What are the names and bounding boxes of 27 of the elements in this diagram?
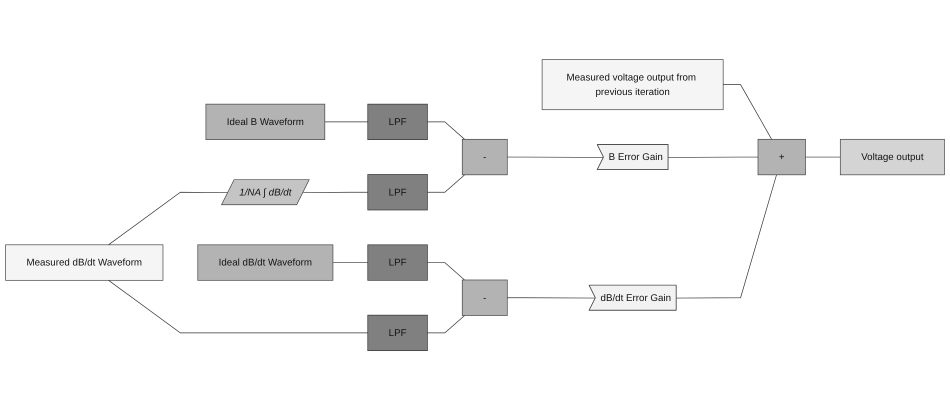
- node-box: LPF: [367, 104, 428, 140]
- connector: [427, 122, 465, 140]
- connector: [722, 84, 772, 140]
- connector: [108, 192, 228, 246]
- node-box: LPF: [367, 244, 428, 282]
- connector: [805, 157, 841, 158]
- node-box: -: [462, 139, 508, 176]
- node-box: Ideal dB/dt Waveform: [197, 244, 334, 282]
- connector: [668, 157, 758, 158]
- connector: [427, 262, 465, 281]
- connector: [332, 262, 368, 264]
- node-box: Ideal B Waveform: [206, 104, 326, 140]
- node-box: Measured voltage output from previous iteration: [542, 60, 724, 110]
- node-box: LPF: [367, 174, 428, 211]
- connector: [676, 174, 777, 299]
- connector: [506, 298, 596, 299]
- connector: [427, 174, 465, 193]
- connector: [302, 192, 368, 194]
- connector: [324, 122, 368, 123]
- node-box: -: [462, 280, 508, 316]
- node-box: LPF: [367, 315, 428, 352]
- node-box: Voltage output: [840, 139, 945, 176]
- node-box: +: [758, 139, 806, 176]
- connector: [427, 316, 465, 334]
- node-box: Measured dB/dt Waveform: [5, 244, 164, 282]
- connector: [506, 157, 604, 158]
- connector: [108, 280, 368, 334]
